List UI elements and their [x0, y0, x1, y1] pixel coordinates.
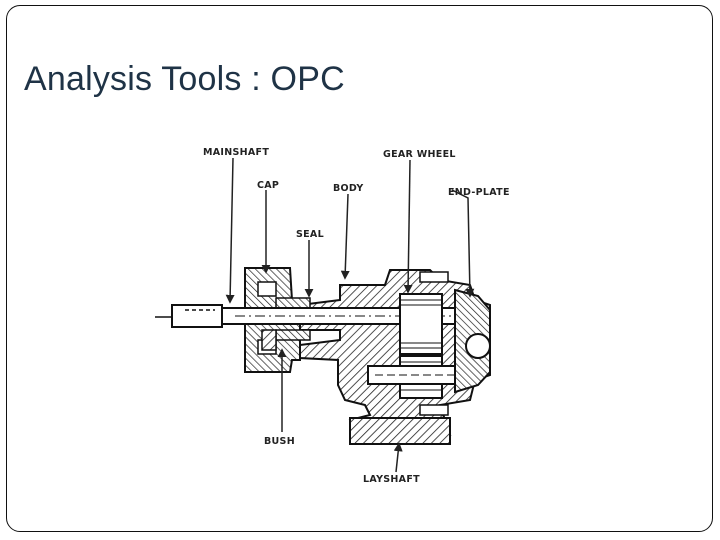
- gear-wheel: [399, 293, 443, 355]
- leader-lines: [225, 157, 475, 473]
- layshaft-gear: [367, 355, 469, 399]
- diagram-labels: MAINSHAFT GEAR WHEEL CAP BODY END-PLATE …: [203, 147, 510, 485]
- label-seal: SEAL: [296, 229, 324, 240]
- bush: [261, 329, 277, 351]
- slide-title: Analysis Tools : OPC: [24, 60, 345, 98]
- label-gear-wheel: GEAR WHEEL: [383, 149, 456, 160]
- label-cap: CAP: [257, 180, 279, 191]
- label-layshaft: LAYSHAFT: [363, 474, 420, 485]
- end-plate: [419, 271, 491, 416]
- label-bush: BUSH: [264, 436, 295, 447]
- oil-pump-cross-section-diagram: MAINSHAFT GEAR WHEEL CAP BODY END-PLATE …: [155, 147, 510, 485]
- label-end-plate: END-PLATE: [448, 187, 510, 198]
- label-body: BODY: [333, 183, 364, 194]
- label-mainshaft: MAINSHAFT: [203, 147, 269, 158]
